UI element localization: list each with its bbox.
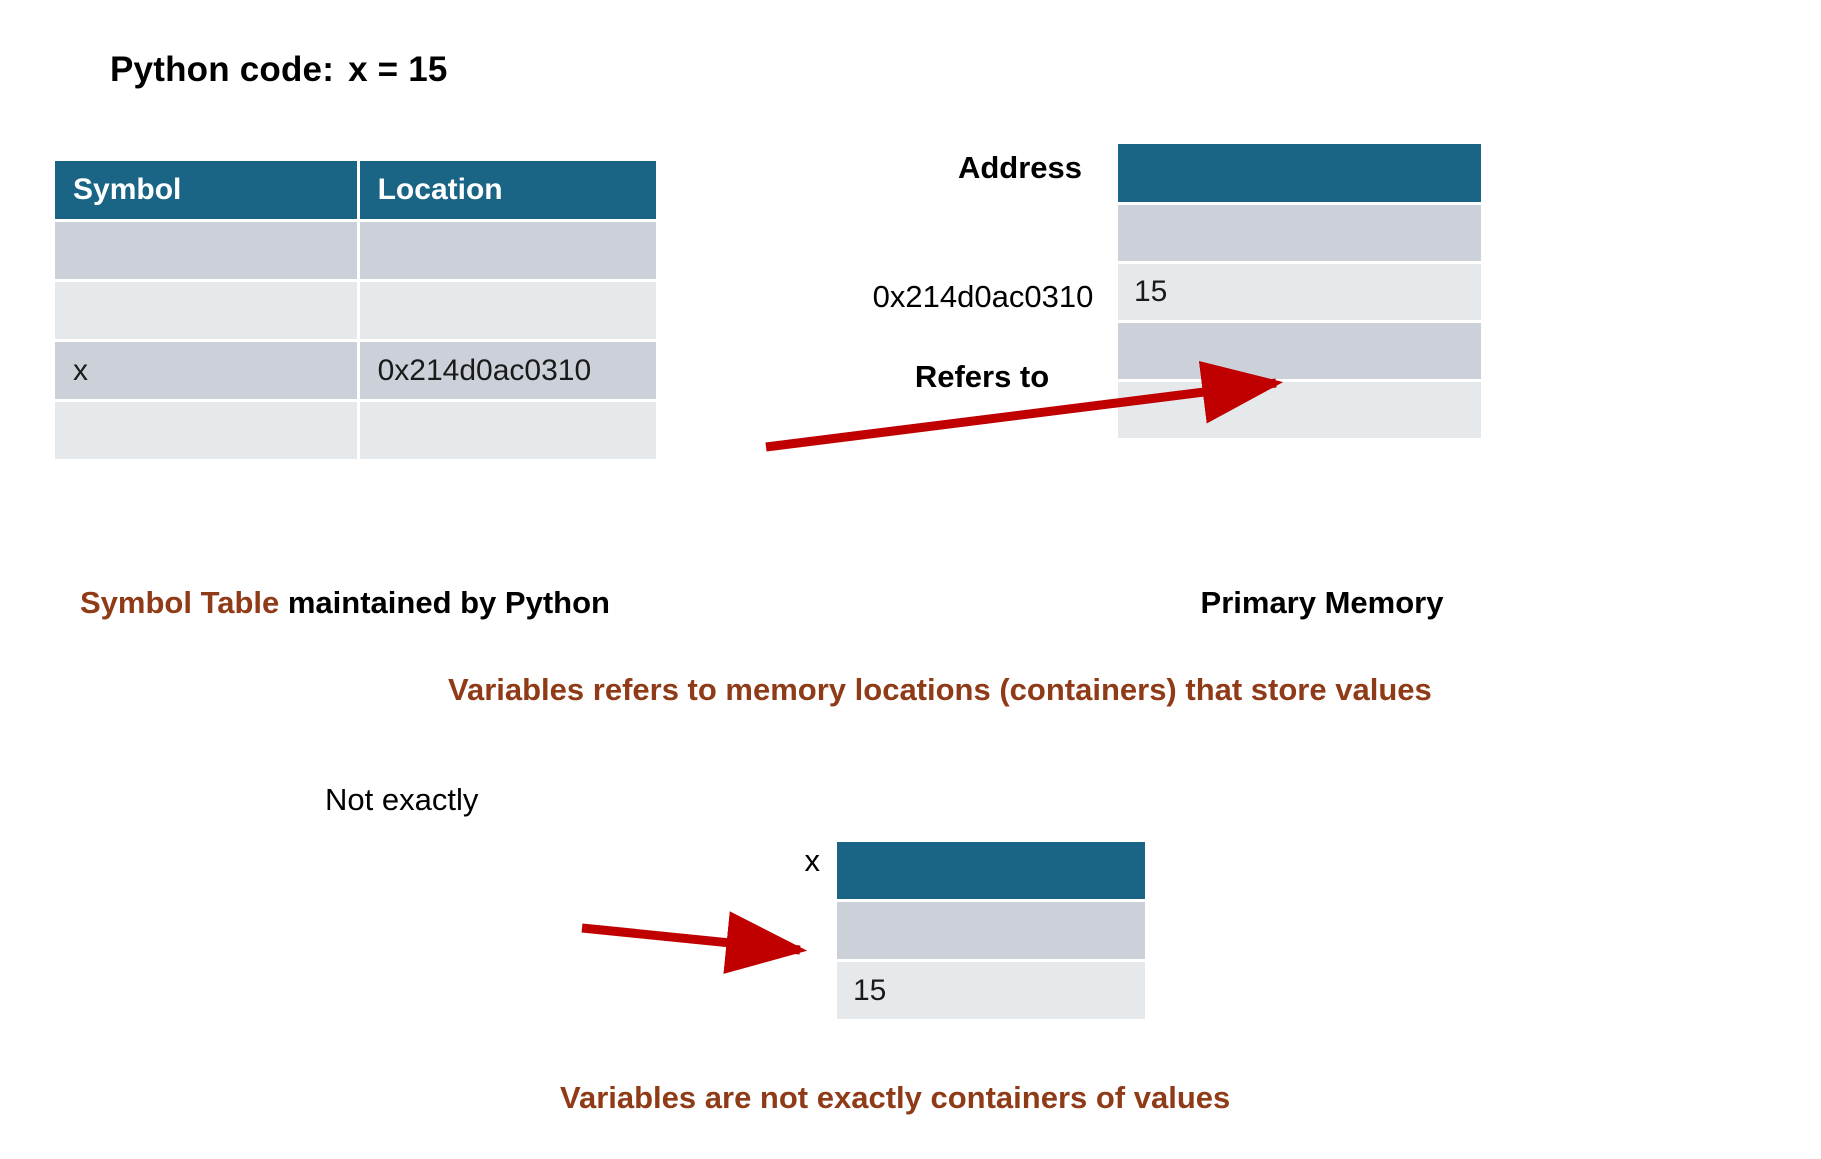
cell-location: 0x214d0ac0310 xyxy=(359,342,656,399)
container-memory-table: 15 xyxy=(837,842,1145,1022)
caption-primary-memory: Primary Memory xyxy=(1200,585,1444,620)
page-title-label: Python code: xyxy=(110,50,335,89)
memory-row-value: 15 xyxy=(1118,264,1481,320)
symbol-table-col-location: Location xyxy=(359,161,656,219)
memory-cell-value: 15 xyxy=(1134,275,1168,308)
cell-symbol xyxy=(55,282,357,339)
table-row xyxy=(55,222,656,279)
symbol-table: Symbol Location x 0x214d0ac0310 xyxy=(52,158,659,462)
memory-row-header xyxy=(1118,144,1481,202)
caption-symbol-table-rest: maintained by Python xyxy=(279,585,610,620)
cell-location xyxy=(359,282,656,339)
symbol-table-header-row: Symbol Location xyxy=(55,161,656,219)
not-exactly-label: Not exactly xyxy=(325,782,479,817)
memory-row xyxy=(1118,323,1481,379)
memory-row xyxy=(837,902,1145,959)
primary-memory-address-label: Address xyxy=(957,150,1082,185)
memory-row-header xyxy=(837,842,1145,899)
memory-row xyxy=(1118,382,1481,438)
arrow-address-label: 0x214d0ac0310 xyxy=(872,279,1094,314)
table-row xyxy=(55,402,656,459)
cell-symbol xyxy=(55,222,357,279)
caption-symbol-table: Symbol Table maintained by Python xyxy=(80,585,610,621)
symbol-table-col-symbol: Symbol xyxy=(55,161,357,219)
memory-row-value: 15 xyxy=(837,962,1145,1019)
page-title-code: x = 15 xyxy=(348,50,448,89)
cell-symbol: x xyxy=(55,342,357,399)
container-variable-label: x xyxy=(804,843,821,878)
primary-memory-table: 15 xyxy=(1118,144,1481,441)
memory-cell-value: 15 xyxy=(853,974,887,1007)
statement-variables-refer: Variables refers to memory locations (co… xyxy=(448,672,1432,707)
caption-symbol-table-accent: Symbol Table xyxy=(80,585,280,620)
arrow-refers-to-label: Refers to xyxy=(914,359,1050,394)
cell-location xyxy=(359,222,656,279)
table-row: x 0x214d0ac0310 xyxy=(55,342,656,399)
memory-row xyxy=(1118,205,1481,261)
table-row xyxy=(55,282,656,339)
cell-location xyxy=(359,402,656,459)
not-exactly-arrow xyxy=(581,911,808,974)
page-title: Python code: x = 15 xyxy=(110,50,448,90)
cell-symbol xyxy=(55,402,357,459)
statement-not-containers: Variables are not exactly containers of … xyxy=(560,1080,1231,1115)
